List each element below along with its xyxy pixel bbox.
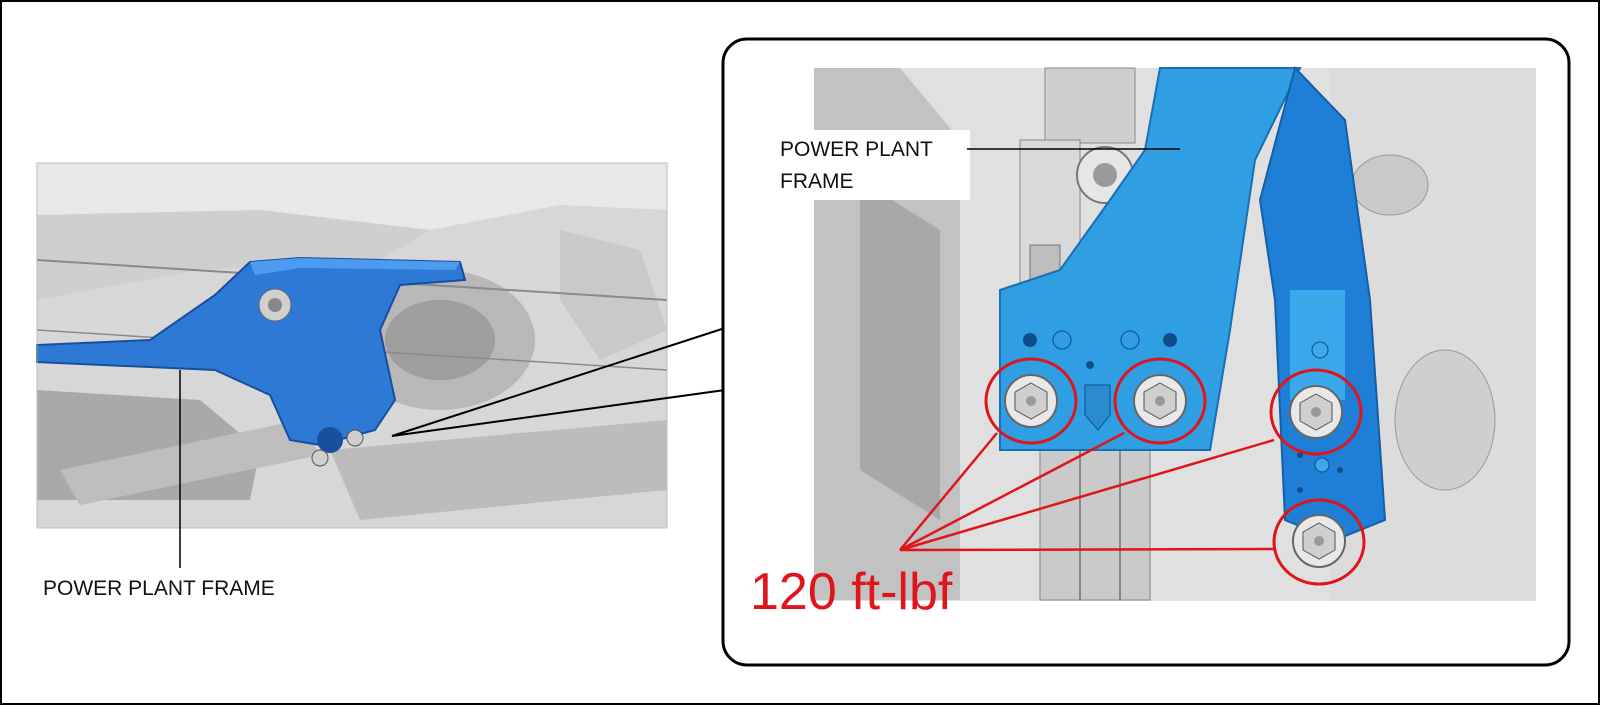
power-plant-frame-detail [999,67,1302,451]
torque-spec-label: 120 ft-lbf [750,563,953,621]
torque-leaders [899,431,1276,552]
right-callout-bg [770,130,970,200]
overview-illustration [36,162,668,529]
bolt-1 [1004,374,1058,428]
left-callout-label: POWER PLANT FRAME [43,577,275,600]
highlight-circle-2 [1113,357,1207,445]
right-callout-label-line1: POWER PLANT [780,138,933,161]
right-callout-label-line2: FRAME [780,170,854,193]
bolt-3 [1289,385,1343,439]
bolt-4 [1292,514,1346,568]
zoom-line-bottom [391,389,726,437]
highlight-circle-1 [984,357,1078,445]
torque-highlights [984,357,1366,586]
zoom-line-top [391,327,726,437]
highlight-circle-4 [1272,498,1366,586]
power-plant-frame-overview [36,256,467,447]
bolt-2 [1133,374,1187,428]
highlight-circle-3 [1269,368,1363,456]
